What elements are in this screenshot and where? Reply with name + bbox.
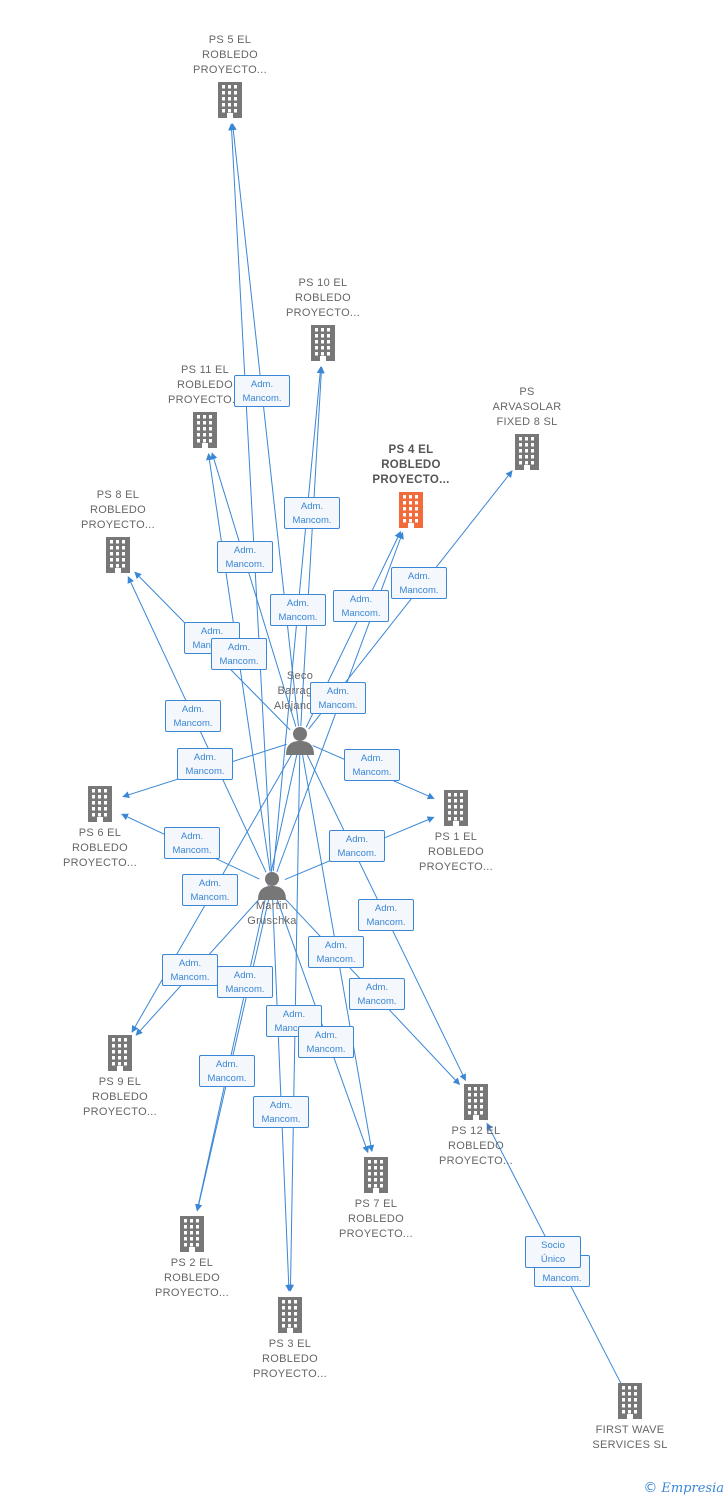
edge-label-martin-ps9[interactable]: Adm. Mancom. [162,954,218,986]
node-label-fws[interactable]: FIRST WAVE SERVICES SL [592,1424,668,1451]
brand-name: Empresia [661,1481,724,1496]
node-label-ps4[interactable]: PS 4 EL ROBLEDO PROYECTO... [372,444,450,486]
building-icon[interactable] [84,786,116,827]
building-icon[interactable] [102,537,134,578]
edge-label-seco-ps8[interactable]: Adm. Mancom. [165,700,221,732]
building-icon[interactable] [440,790,472,831]
edge-label-seco-ps1[interactable]: Adm. Mancom. [329,830,385,862]
building-icon[interactable] [189,412,221,453]
edge-label-martin-ps4[interactable]: Adm. Mancom. [310,682,366,714]
node-label-ps1[interactable]: PS 1 EL ROBLEDO PROYECTO... [419,831,493,873]
copyright-symbol: © [643,1480,658,1496]
edge-label-seco-ps2[interactable]: Adm. Mancom. [298,1026,354,1058]
edge-label-martin-ps8[interactable]: Adm. Mancom. [177,748,233,780]
node-label-ps3[interactable]: PS 3 EL ROBLEDO PROYECTO... [253,1338,327,1380]
edge-label-seco-ps5[interactable]: Adm. Mancom. [234,375,290,407]
node-label-ps10[interactable]: PS 10 EL ROBLEDO PROYECTO... [286,277,360,319]
edge-label-seco-arva[interactable]: Adm. Mancom. [391,567,447,599]
building-icon[interactable] [511,434,543,475]
edge-line-seco-ps10 [300,366,325,727]
building-icon[interactable] [176,1216,208,1257]
edge-label-martin-ps5[interactable]: Adm. Mancom. [284,497,340,529]
building-icon[interactable] [307,325,339,366]
edge-line-martin-ps7 [276,898,370,1154]
building-icon[interactable] [214,82,246,123]
building-icon[interactable] [274,1297,306,1338]
edge-label-martin-ps11[interactable]: Adm. Mancom. [211,638,267,670]
node-label-ps5[interactable]: PS 5 EL ROBLEDO PROYECTO... [193,34,267,76]
edge-label-seco-ps4[interactable]: Adm. Mancom. [333,590,389,622]
edge-label-seco-ps10[interactable]: Adm. Mancom. [217,541,273,573]
edge-label-seco-ps12[interactable]: Adm. Mancom. [217,966,273,998]
edge-label-seco-ps3[interactable]: Adm. Mancom. [253,1096,309,1128]
node-label-ps11[interactable]: PS 11 EL ROBLEDO PROYECTO... [168,364,242,406]
building-icon[interactable] [104,1035,136,1076]
edge-line-martin-ps2 [195,898,270,1212]
node-label-ps2[interactable]: PS 2 EL ROBLEDO PROYECTO... [155,1257,229,1299]
building-icon[interactable] [360,1157,392,1198]
node-label-ps6[interactable]: PS 6 EL ROBLEDO PROYECTO... [63,827,137,869]
edge-line-martin-ps3 [272,898,293,1292]
edge-label-seco-ps9[interactable]: Adm. Mancom. [358,899,414,931]
edge-label-seco-ps7[interactable]: Adm. Mancom. [349,978,405,1010]
node-label-ps12[interactable]: PS 12 EL ROBLEDO PROYECTO... [439,1125,513,1167]
node-label-ps8[interactable]: PS 8 EL ROBLEDO PROYECTO... [81,489,155,531]
edge-label-martin-ps10[interactable]: Adm. Mancom. [270,594,326,626]
edge-label-martin-ps6[interactable]: Adm. Mancom. [164,827,220,859]
node-label-martin[interactable]: Martin Gruschka [247,900,297,927]
edge-label-martin-ps2[interactable]: Adm. Mancom. [199,1055,255,1087]
person-icon[interactable] [257,870,287,905]
edge-label-fws-ps12[interactable]: Socio Único [525,1235,581,1268]
edge-label-martin-ps12[interactable]: Adm. Mancom. [308,936,364,968]
node-label-ps7[interactable]: PS 7 EL ROBLEDO PROYECTO... [339,1198,413,1240]
person-icon[interactable] [285,725,315,760]
node-label-ps9[interactable]: PS 9 EL ROBLEDO PROYECTO... [83,1076,157,1118]
empresia-logo[interactable]: ©Empresia [643,1480,724,1496]
building-icon[interactable] [614,1383,646,1424]
edge-label-seco-ps6[interactable]: Adm. Mancom. [344,749,400,781]
edge-line-seco-ps5 [229,123,299,727]
building-icon[interactable] [460,1084,492,1125]
building-icon-highlighted[interactable] [395,492,427,533]
node-label-arva[interactable]: PS ARVASOLAR FIXED 8 SL [492,386,562,428]
edge-line-martin-ps5 [228,123,272,872]
edge-label-martin-ps1[interactable]: Adm. Mancom. [182,874,238,906]
edge-line-seco-ps11 [210,452,297,727]
